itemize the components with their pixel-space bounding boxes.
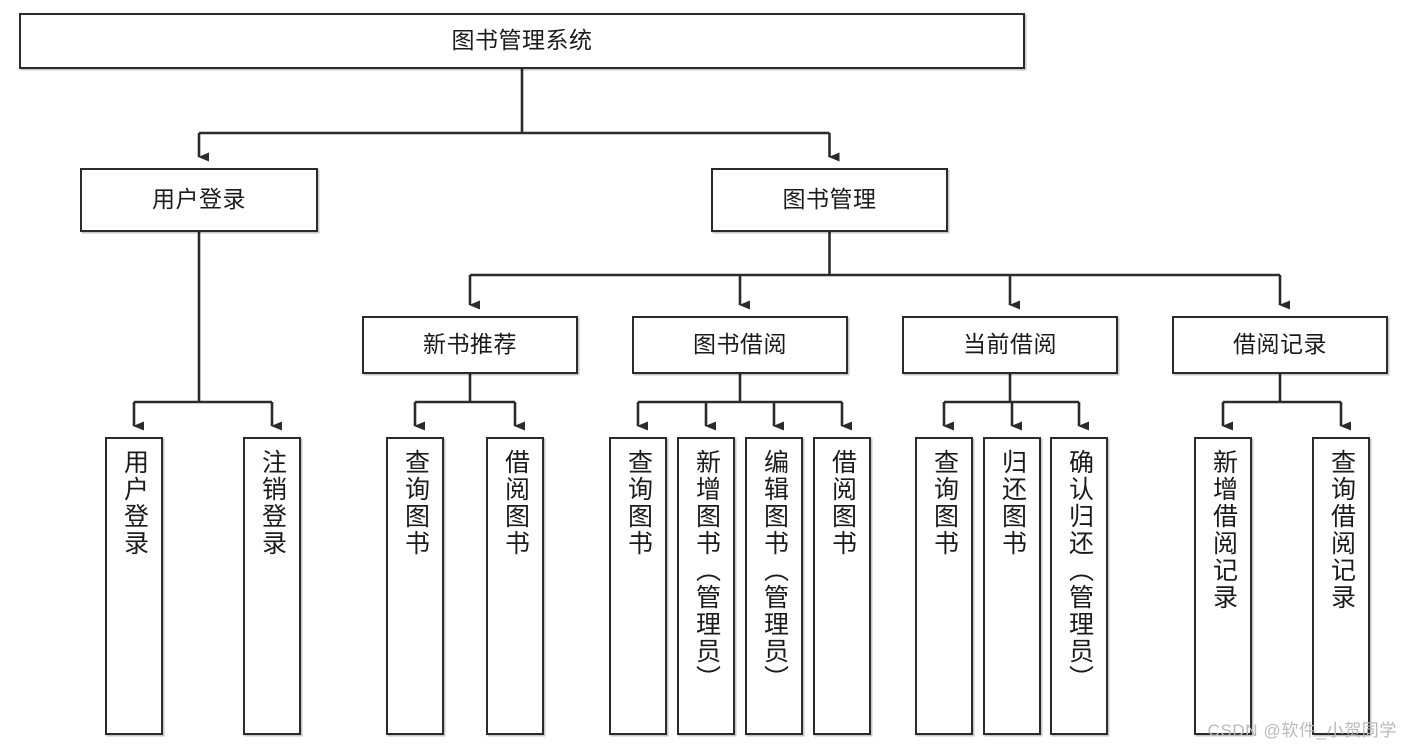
node-leaf-5[interactable]: 查询图书: [609, 437, 667, 735]
node-leaf-1[interactable]: 用户登录: [105, 437, 163, 735]
node-label: 查询借阅记录: [1327, 449, 1356, 611]
node-leaf-6[interactable]: 新增图书（管理员）: [677, 437, 735, 735]
node-leaf-3[interactable]: 查询图书: [386, 437, 444, 735]
node-label: 图书借阅: [693, 331, 787, 358]
node-leaf-13[interactable]: 查询借阅记录: [1312, 437, 1370, 735]
node-label: 归还图书: [998, 449, 1027, 557]
node-label: 查询图书: [624, 449, 653, 557]
node-login[interactable]: 用户登录: [80, 168, 318, 232]
node-newbook[interactable]: 新书推荐: [362, 316, 578, 374]
node-leaf-12[interactable]: 新增借阅记录: [1194, 437, 1252, 735]
node-borrow[interactable]: 图书借阅: [632, 316, 848, 374]
node-label: 借阅图书: [828, 449, 857, 557]
node-label: 新增图书（管理员）: [692, 449, 721, 692]
node-label: 查询图书: [401, 449, 430, 557]
node-leaf-11[interactable]: 确认归还（管理员）: [1050, 437, 1108, 735]
node-label: 新增借阅记录: [1209, 449, 1238, 611]
node-label: 用户登录: [120, 449, 149, 557]
node-label: 当前借阅: [963, 331, 1057, 358]
node-leaf-7[interactable]: 编辑图书（管理员）: [745, 437, 803, 735]
node-label: 确认归还（管理员）: [1065, 449, 1094, 692]
node-leaf-9[interactable]: 查询图书: [915, 437, 973, 735]
node-label: 借阅记录: [1233, 331, 1327, 358]
node-label: 用户登录: [152, 186, 246, 213]
node-records[interactable]: 借阅记录: [1172, 316, 1388, 374]
node-label: 图书管理系统: [451, 27, 593, 54]
csdn-watermark: CSDN @软件_小贺同学: [1207, 721, 1397, 740]
node-root[interactable]: 图书管理系统: [19, 13, 1025, 69]
node-label: 查询图书: [930, 449, 959, 557]
node-leaf-8[interactable]: 借阅图书: [813, 437, 871, 735]
node-leaf-4[interactable]: 借阅图书: [486, 437, 544, 735]
node-label: 图书管理: [782, 186, 877, 213]
node-bookmgmt[interactable]: 图书管理: [711, 168, 948, 232]
node-label: 注销登录: [258, 449, 287, 557]
node-label: 编辑图书（管理员）: [760, 449, 789, 692]
node-leaf-2[interactable]: 注销登录: [243, 437, 301, 735]
node-label: 借阅图书: [501, 449, 530, 557]
node-label: 新书推荐: [423, 331, 517, 358]
node-current[interactable]: 当前借阅: [902, 316, 1118, 374]
node-leaf-10[interactable]: 归还图书: [983, 437, 1041, 735]
